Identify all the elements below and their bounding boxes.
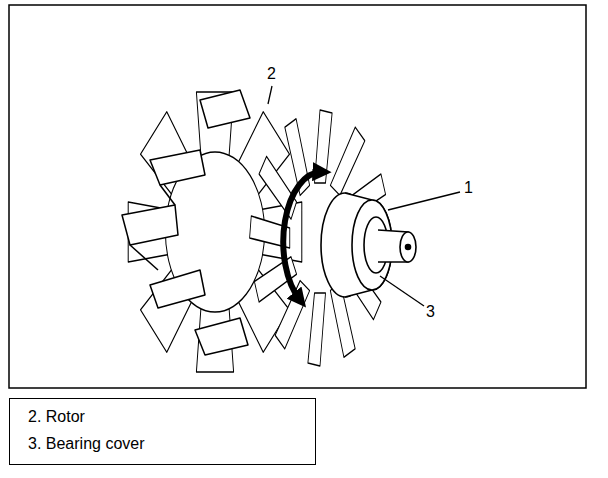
frame	[9, 5, 586, 388]
leader-line	[268, 86, 460, 306]
key-entry: 2. Rotor	[28, 407, 297, 426]
callout-number: 1	[464, 180, 473, 196]
callout-number: 3	[426, 304, 435, 320]
fan-blade	[250, 110, 391, 366]
shaft	[378, 230, 416, 262]
callout-number: 2	[267, 66, 276, 82]
claw-finger	[122, 90, 250, 355]
key-box: 2. Rotor 3. Bearing cover	[9, 398, 316, 465]
rotation-arrow	[283, 172, 322, 300]
key-entry: 3. Bearing cover	[28, 434, 297, 453]
